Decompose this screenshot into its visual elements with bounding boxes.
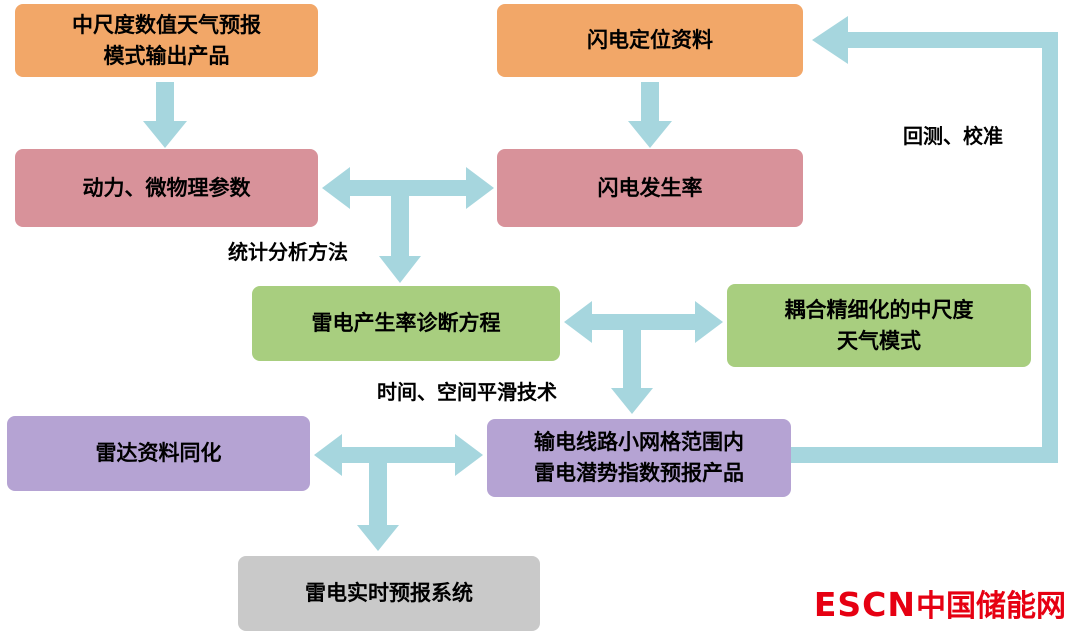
- arrow-diagnostic-coupled-bidirectional: [564, 301, 723, 343]
- arrow-location-to-rate: [628, 82, 672, 148]
- node-diagnostic-equation-label: 雷电产生率诊断方程: [311, 311, 501, 335]
- label-statistical-method: 统计分析方法: [228, 240, 348, 264]
- node-potential-index-label: 输电线路小网格范围内 雷电潜势指数预报产品: [534, 430, 744, 485]
- node-coupled-model: 耦合精细化的中尺度 天气模式: [727, 284, 1031, 367]
- arrow-feedback-calibration: [791, 16, 1058, 463]
- node-lightning-location-label: 闪电定位资料: [587, 28, 713, 52]
- label-backtest-calibration: 回测、校准: [903, 124, 1003, 148]
- node-lightning-location: 闪电定位资料: [497, 4, 803, 77]
- arrow-to-diagnostic-equation: [379, 188, 421, 283]
- watermark: ESCN 中国储能网: [814, 581, 1066, 625]
- watermark-site: 中国储能网: [916, 589, 1066, 624]
- node-lightning-rate-label: 闪电发生率: [597, 175, 703, 200]
- node-realtime-system-label: 雷电实时预报系统: [305, 581, 473, 605]
- arrow-to-realtime-system: [357, 455, 399, 551]
- node-diagnostic-equation: 雷电产生率诊断方程: [252, 286, 560, 361]
- node-potential-index: 输电线路小网格范围内 雷电潜势指数预报产品: [487, 419, 791, 497]
- node-realtime-system: 雷电实时预报系统: [238, 556, 540, 631]
- node-dynamics-params-label: 动力、微物理参数: [82, 175, 251, 200]
- node-radar-assimilation: 雷达资料同化: [7, 416, 310, 491]
- node-dynamics-params: 动力、微物理参数: [15, 149, 318, 227]
- node-nwp-output-label: 中尺度数值天气预报 模式输出产品: [72, 12, 261, 68]
- arrow-radar-potential-bidirectional: [314, 434, 483, 476]
- arrow-nwp-to-dynamics: [143, 82, 187, 148]
- node-coupled-model-label: 耦合精细化的中尺度 天气模式: [784, 297, 974, 353]
- node-lightning-rate: 闪电发生率: [497, 149, 803, 227]
- label-smoothing-tech: 时间、空间平滑技术: [377, 380, 557, 404]
- arrow-to-potential-index: [611, 326, 653, 414]
- node-nwp-output: 中尺度数值天气预报 模式输出产品: [15, 4, 318, 77]
- watermark-brand: ESCN: [813, 585, 916, 624]
- node-radar-assimilation-label: 雷达资料同化: [95, 441, 222, 465]
